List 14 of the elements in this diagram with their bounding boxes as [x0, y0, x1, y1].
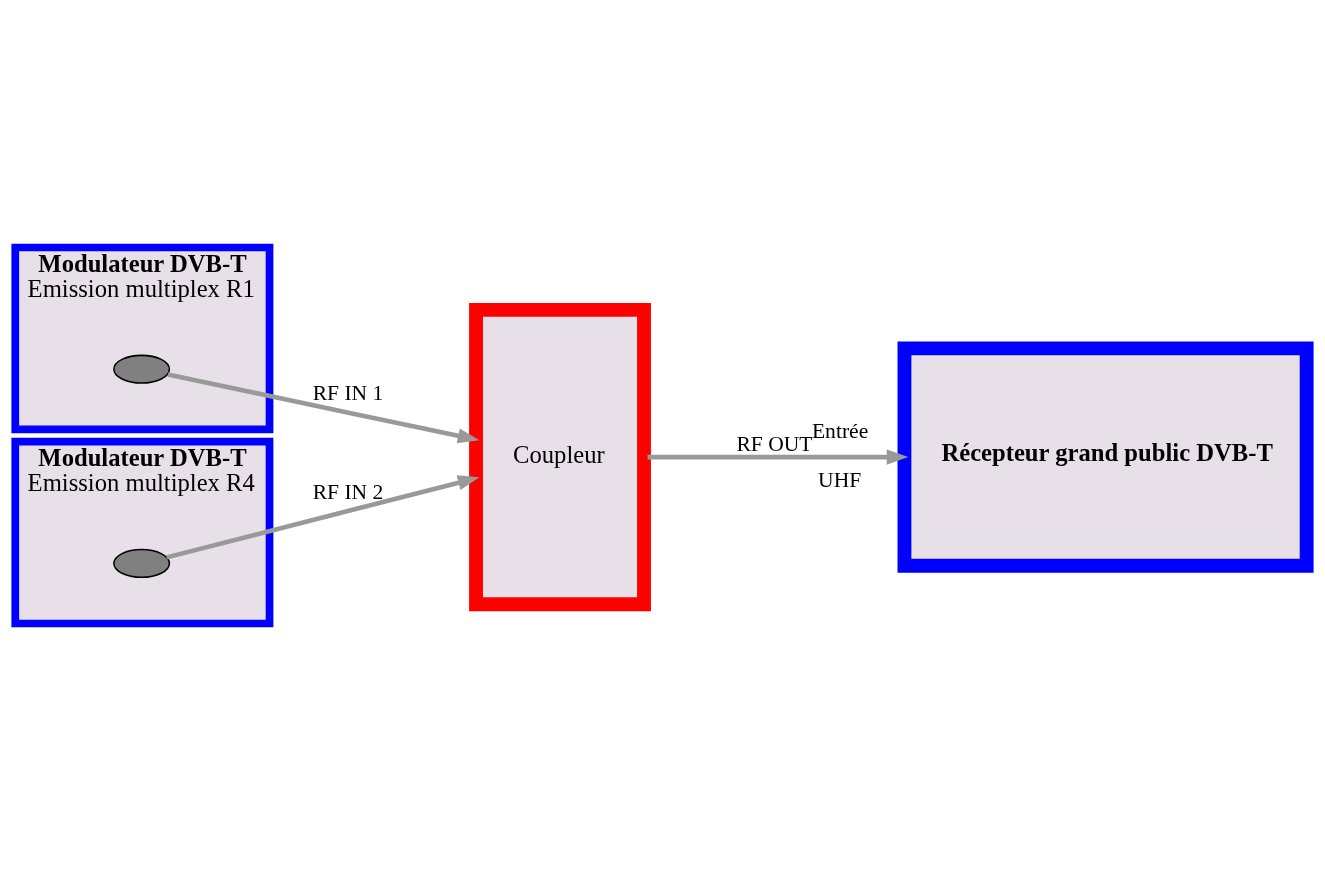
- node-ellipse: [113, 354, 171, 384]
- edge-label: RF IN 1: [312, 380, 384, 405]
- arrow: [647, 449, 909, 465]
- node-box: Récepteur grand public DVB-T: [897, 341, 1314, 573]
- node-label: Entrée: [811, 418, 869, 443]
- node-box: Coupleur: [469, 302, 651, 611]
- arrow: [167, 371, 480, 443]
- cluster: Modulateur DVB-T Emission multiplex R1: [11, 243, 274, 433]
- arrow: [166, 474, 480, 560]
- node-ellipse: [113, 548, 171, 578]
- edge-label: RF IN 2: [312, 479, 384, 504]
- cluster: Modulateur DVB-T Emission multiplex R4: [11, 437, 274, 627]
- edge-label: RF OUT: [736, 431, 813, 456]
- node-label: UHF: [818, 467, 862, 492]
